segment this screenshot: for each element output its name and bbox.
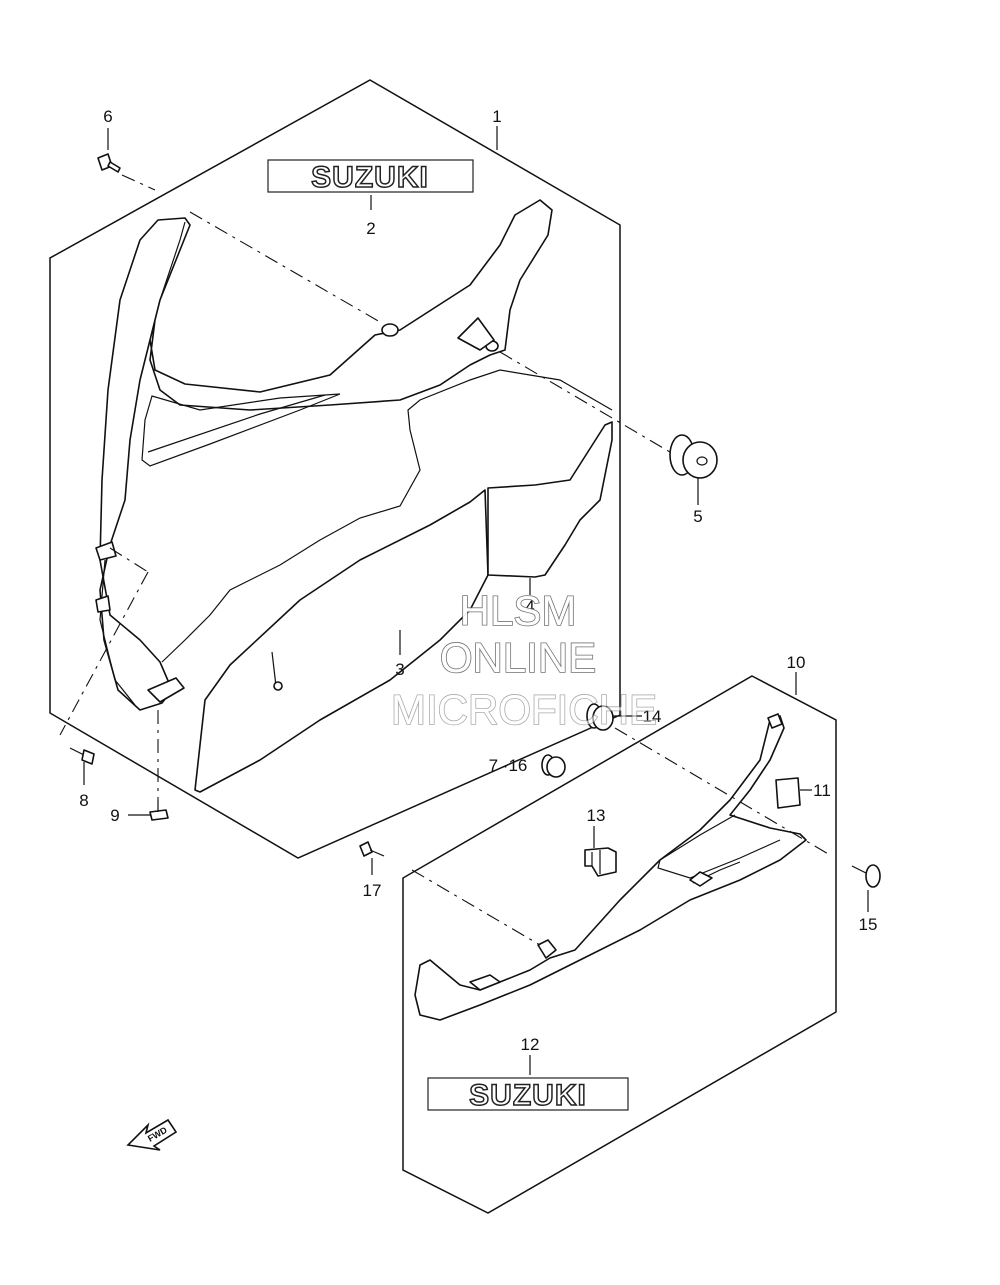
- callout-5: 5: [693, 507, 702, 526]
- callout-17: 17: [363, 881, 382, 900]
- bolt-15-icon: [851, 864, 881, 888]
- callout-11: 11: [813, 781, 831, 800]
- inner-panel: [194, 489, 489, 793]
- callout-2: 2: [366, 219, 375, 238]
- bracket-13-icon: [584, 847, 617, 877]
- emblem-lower-text: SUZUKI: [469, 1079, 587, 1112]
- clip-9-icon: [149, 800, 169, 821]
- screw-17-icon: [359, 841, 385, 857]
- lower-group-frame: [402, 675, 837, 1214]
- upper-cowling: [95, 199, 613, 711]
- callout-13: 13: [587, 806, 606, 825]
- pad-11-icon: [775, 777, 801, 809]
- emblem-lower: SUZUKI: [427, 1077, 629, 1113]
- callout-10: 10: [787, 653, 806, 672]
- bolt-6-icon: [97, 153, 121, 173]
- callout-4: 4: [525, 597, 534, 616]
- callout-12: 12: [521, 1035, 540, 1054]
- side-panel: [487, 421, 613, 578]
- grommet-14-icon: [586, 703, 614, 731]
- screw-8-icon: [69, 747, 95, 765]
- watermark-line2: ONLINE: [440, 634, 596, 681]
- watermark-line3: MICROFICHE: [391, 686, 657, 733]
- grommet-5-icon: [669, 434, 718, 479]
- callout-15: 15: [859, 915, 878, 934]
- watermark: HLSM ONLINE MICROFICHE: [390, 586, 658, 734]
- callout-14: 14: [643, 707, 662, 726]
- nut-16-icon: [541, 754, 566, 778]
- callout-1: 1: [492, 107, 501, 126]
- emblem-upper-text: SUZUKI: [311, 161, 429, 194]
- callout-9: 9: [110, 806, 119, 825]
- callout-6: 6: [103, 107, 112, 126]
- callout-16: 7 ·16: [489, 756, 528, 775]
- lower-cowling: [414, 713, 807, 1021]
- upper-group-frame: [49, 79, 621, 859]
- callout-8: 8: [79, 791, 88, 810]
- emblem-upper: SUZUKI: [267, 159, 474, 195]
- fwd-arrow-icon: FWD: [126, 1118, 178, 1151]
- callout-3: 3: [395, 660, 404, 679]
- watermark-line1: HLSM: [460, 587, 577, 634]
